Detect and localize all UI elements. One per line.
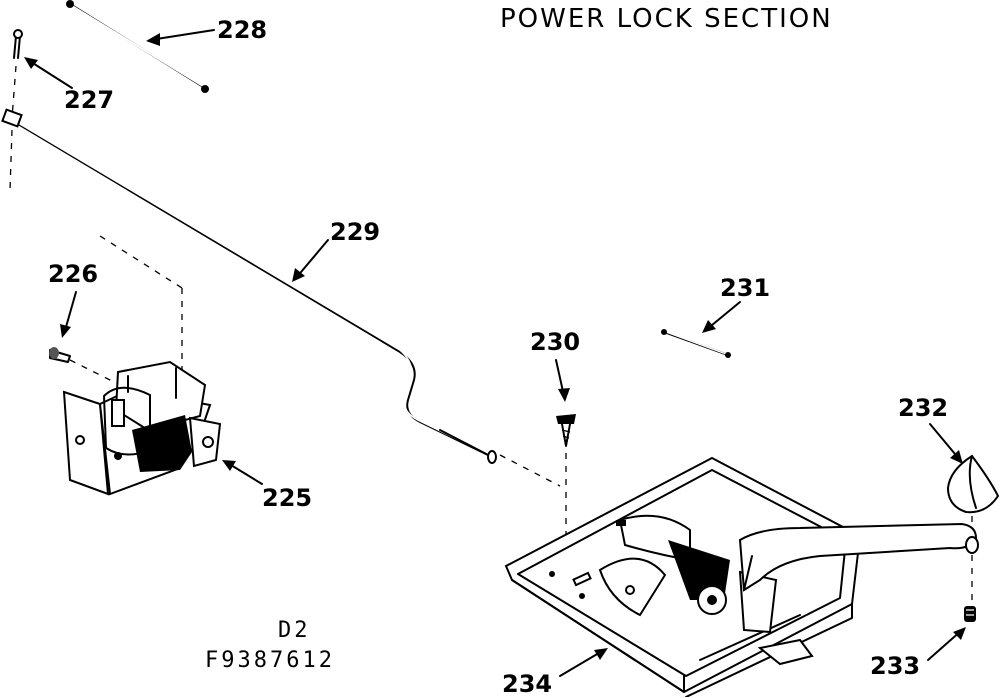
callout-234: 234 bbox=[502, 670, 553, 698]
diagram-title: POWER LOCK SECTION bbox=[500, 4, 833, 34]
callout-232: 232 bbox=[898, 394, 949, 422]
callout-228: 228 bbox=[217, 16, 268, 44]
alignment-line bbox=[11, 65, 17, 119]
part-234-base-plate bbox=[504, 456, 979, 697]
callout-227: 227 bbox=[64, 86, 115, 114]
part-229-long-rod bbox=[1, 108, 497, 464]
drawing-ref: D2 bbox=[278, 618, 311, 643]
part-228-rod bbox=[66, 0, 209, 93]
leader-arrows bbox=[24, 29, 966, 677]
callout-226: 226 bbox=[48, 260, 99, 288]
callout-225: 225 bbox=[262, 484, 313, 512]
alignment-line bbox=[9, 129, 13, 191]
part-233-nut bbox=[964, 606, 976, 622]
part-226-fastener bbox=[49, 347, 71, 363]
figure-number: F9387612 bbox=[205, 648, 335, 673]
alignment-line bbox=[69, 359, 121, 386]
part-225-actuator bbox=[62, 360, 222, 496]
callout-233: 233 bbox=[870, 652, 921, 680]
alignment-line bbox=[99, 235, 183, 289]
part-227-pin bbox=[13, 29, 23, 59]
callout-229: 229 bbox=[330, 218, 381, 246]
part-230-screw bbox=[556, 414, 576, 447]
alignment-line bbox=[499, 454, 561, 487]
part-232-knob bbox=[946, 454, 1000, 514]
callout-230: 230 bbox=[530, 328, 581, 356]
callout-231: 231 bbox=[720, 274, 771, 302]
part-231-pin bbox=[661, 329, 731, 358]
